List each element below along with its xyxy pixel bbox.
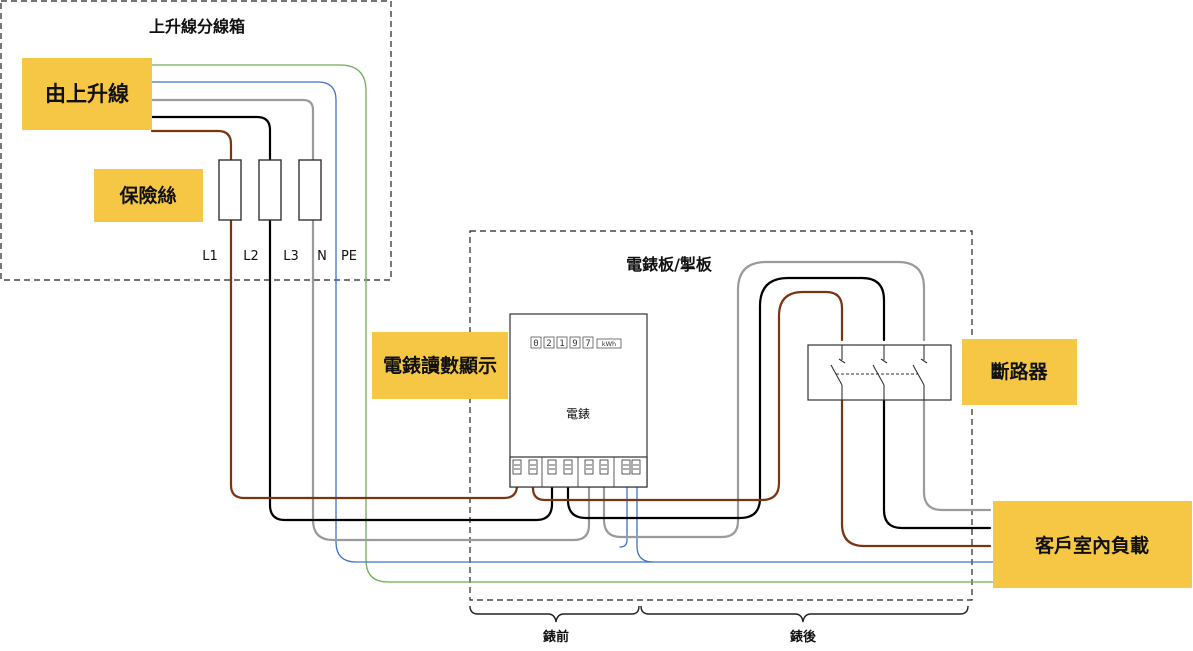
wire-l1-load (840, 398, 992, 548)
callout-customer-load-text: 客戶室內負載 (1035, 534, 1149, 557)
meter-terminal (584, 459, 594, 475)
breaker-contact (872, 364, 885, 386)
wire-l3-down (311, 218, 591, 542)
meter-digit-box (556, 336, 568, 349)
bracket-label-before-meter: 錶前 (543, 629, 569, 645)
callout-fuse-text: 保險絲 (118, 184, 176, 207)
wire-l2-down (268, 218, 554, 522)
meter-digit: 7 (585, 339, 590, 349)
wire-l1-down (229, 218, 519, 500)
wire-neutral (151, 81, 995, 563)
bracket-after-meter (640, 605, 969, 623)
wire-l1-out (531, 290, 844, 502)
meter-terminal (528, 459, 538, 475)
callout-fuse (94, 169, 203, 222)
terminal-label-n: N (317, 249, 327, 264)
meter-terminals (512, 457, 641, 487)
meter-digit-box (569, 336, 581, 349)
fuse-l3 (298, 159, 322, 221)
wire-neutral-meter-out (636, 469, 654, 563)
breaker-mark (838, 358, 846, 364)
wire-pe (151, 64, 994, 583)
meter-digit-box (543, 336, 555, 349)
meter-terminal (547, 459, 557, 475)
callout-from-riser (22, 58, 152, 130)
meter-terminal (512, 459, 522, 475)
meter-digit: 9 (572, 339, 577, 349)
fuse-l1 (218, 159, 242, 221)
breaker-switches (830, 345, 928, 400)
callout-meter-reading (372, 332, 508, 399)
fuse-l2 (258, 159, 282, 221)
meter-terminal (631, 459, 641, 475)
breaker-contact (830, 364, 843, 386)
callout-from-riser-text: 由上升線 (45, 82, 129, 106)
meter-digit: 1 (559, 339, 564, 349)
meter-digit-box (530, 336, 542, 349)
wire-l3-load (922, 398, 992, 512)
terminal-label-l2: L2 (243, 249, 259, 264)
meter-digit: 2 (546, 339, 551, 349)
meter-unit: kWh (602, 340, 616, 348)
breaker-mark (880, 358, 888, 364)
meter-digit: 0 (533, 339, 538, 349)
meter-terminal (563, 459, 573, 475)
meter-board-box (469, 230, 973, 601)
terminal-label-l3: L3 (283, 249, 299, 264)
callout-meter-reading-text: 電錶讀數顯示 (383, 354, 497, 377)
bracket-before-meter (469, 605, 640, 623)
meter-reading-display: 0 2 1 9 7 kWh (530, 336, 622, 349)
meter-terminal (599, 459, 609, 475)
callout-customer-load (993, 501, 1192, 588)
riser-distribution-box (0, 0, 392, 281)
terminal-label-pe: PE (341, 249, 357, 264)
riser-box-title: 上升線分線箱 (149, 17, 245, 36)
callout-breaker-text: 斷路器 (990, 360, 1048, 383)
wire-l3 (150, 98, 315, 162)
wire-l2 (150, 115, 272, 162)
callout-breaker (962, 339, 1077, 405)
meter-label: 電錶 (566, 406, 590, 421)
wire-l2-out (566, 276, 886, 520)
terminal-label-l1: L1 (202, 249, 218, 264)
meter-board-title: 電錶板/掣板 (626, 255, 713, 274)
meter-terminal (621, 459, 631, 475)
bracket-label-after-meter: 錶後 (790, 629, 817, 645)
meter-unit-box (596, 338, 622, 349)
wire-l3-out (602, 260, 926, 539)
wire-neutral-meter-loop (619, 469, 628, 548)
meter-digit-box (582, 336, 594, 349)
breaker-contact (912, 364, 925, 386)
wire-l2-load (882, 398, 992, 530)
circuit-breaker (807, 344, 952, 401)
wire-l1 (150, 129, 233, 162)
breaker-mark (920, 358, 928, 364)
